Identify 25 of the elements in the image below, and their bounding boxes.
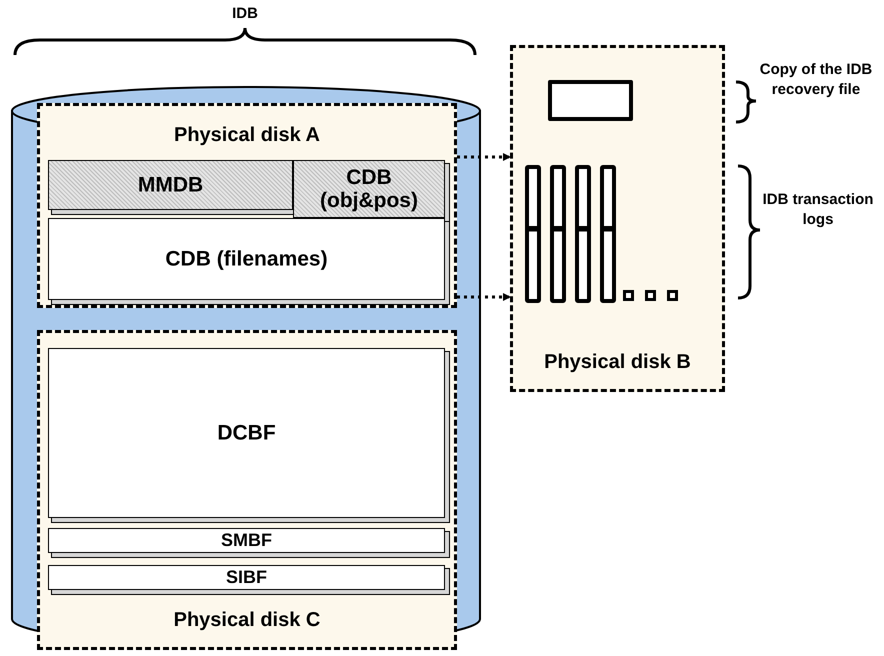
- disk-title: Physical disk A: [173, 124, 321, 146]
- disk-panel: [510, 45, 725, 392]
- log-bar: [600, 165, 616, 303]
- disk-title: Physical disk B: [543, 351, 692, 373]
- block-label: CDB (obj&pos): [319, 166, 419, 212]
- annotation-label: IDB: [231, 4, 259, 24]
- disk-title: Physical disk C: [172, 609, 322, 631]
- block-label: DCBF: [216, 421, 277, 445]
- small-square: [667, 290, 678, 301]
- block-label: SMBF: [220, 530, 273, 550]
- log-bar: [575, 165, 591, 303]
- small-square: [645, 290, 656, 301]
- block-label: SIBF: [224, 568, 268, 588]
- log-bar: [550, 165, 566, 303]
- file-box: [548, 80, 633, 121]
- arrow: [457, 293, 511, 301]
- disk-panel: [37, 103, 457, 308]
- disk-panel: [37, 330, 457, 650]
- annotation-label: Copy of the IDB recovery file: [758, 60, 874, 99]
- block-label: CDB (filenames): [164, 247, 329, 271]
- small-square: [623, 290, 634, 301]
- block-label: MMDB: [136, 173, 204, 197]
- arrow: [457, 153, 511, 161]
- annotation-label: IDB transaction logs: [762, 190, 874, 229]
- log-bar: [525, 165, 541, 303]
